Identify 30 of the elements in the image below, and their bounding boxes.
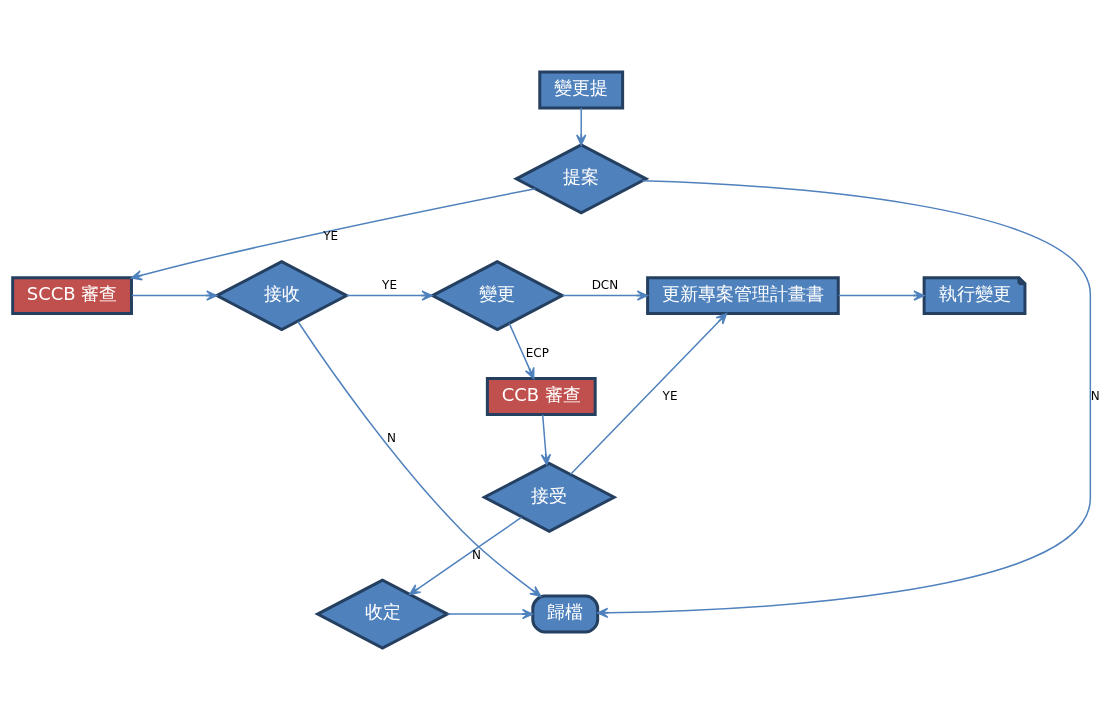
arrow [409,515,523,595]
arrow [540,413,552,465]
edge-label: YE [382,277,397,292]
node-box: 更新專案管理計畫書 [646,275,840,315]
edge-label: YE [323,228,339,243]
arrow [837,289,925,301]
arrow [446,608,534,619]
edge-label: YE [662,388,678,403]
node-box: SCCB 審查 [11,275,133,315]
edge-label: DCN [591,277,619,292]
node-diamond: 接受 [481,461,618,533]
arrow [569,312,728,475]
arrow [596,179,1092,618]
edge-label: ECP [525,345,549,360]
node-diamond: 變更 [429,259,566,331]
node-box: 歸檔 [531,594,600,634]
node-diamond: 提案 [513,142,650,214]
arrow [561,289,649,301]
node-box: 變更提 [538,70,625,109]
edge-label: N [387,430,397,445]
arrow [131,289,218,301]
edge-label: N [471,547,481,562]
arrow [345,289,433,301]
node-diamond: 接收 [213,259,350,331]
node-diamond: 收定 [314,577,451,650]
arrow [297,320,542,597]
arrow [575,106,587,146]
edge-label: N [1090,388,1100,403]
node-box: CCB 審查 [485,376,597,416]
arrow [130,187,536,280]
